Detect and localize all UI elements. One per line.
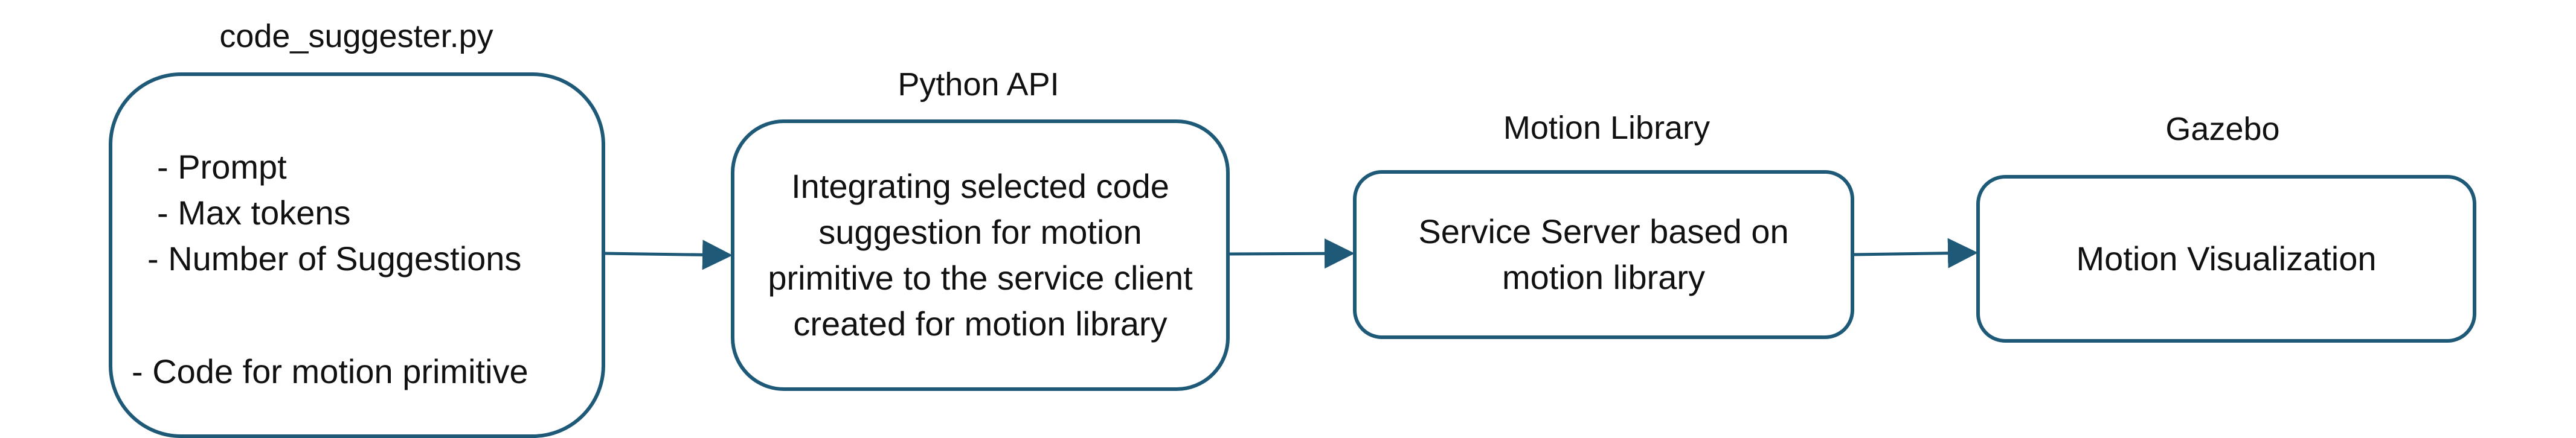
code-suggester-inputs: - Prompt - Max tokens - Number of Sugges… <box>112 76 602 434</box>
python-api-title: Python API <box>898 66 1059 103</box>
gazebo-box: Motion Visualization <box>1976 175 2476 343</box>
motion-library-description: Service Server based on motion library <box>1418 212 1789 296</box>
python-api-description: Integrating selected code suggestion for… <box>768 167 1193 343</box>
input-item-number-of-suggestions: - Number of Suggestions <box>147 240 522 278</box>
code-suggester-title: code_suggester.py <box>219 18 493 54</box>
gazebo-title: Gazebo <box>2165 111 2280 147</box>
arrow-python-api-to-motion-library <box>1228 238 1355 269</box>
code-suggester-output: - Code for motion primitive <box>132 352 528 390</box>
arrow-code-suggester-to-python-api <box>603 240 733 270</box>
motion-library-title: Motion Library <box>1503 110 1710 146</box>
gazebo-description: Motion Visualization <box>2076 240 2377 278</box>
input-item-max-tokens: - Max tokens <box>157 194 351 232</box>
input-item-prompt: - Prompt <box>157 148 287 186</box>
code-suggester-box: - Prompt - Max tokens - Number of Sugges… <box>109 72 605 438</box>
motion-library-box: Service Server based on motion library <box>1353 170 1854 339</box>
arrow-motion-library-to-gazebo <box>1852 238 1978 268</box>
python-api-box: Integrating selected code suggestion for… <box>731 119 1230 391</box>
